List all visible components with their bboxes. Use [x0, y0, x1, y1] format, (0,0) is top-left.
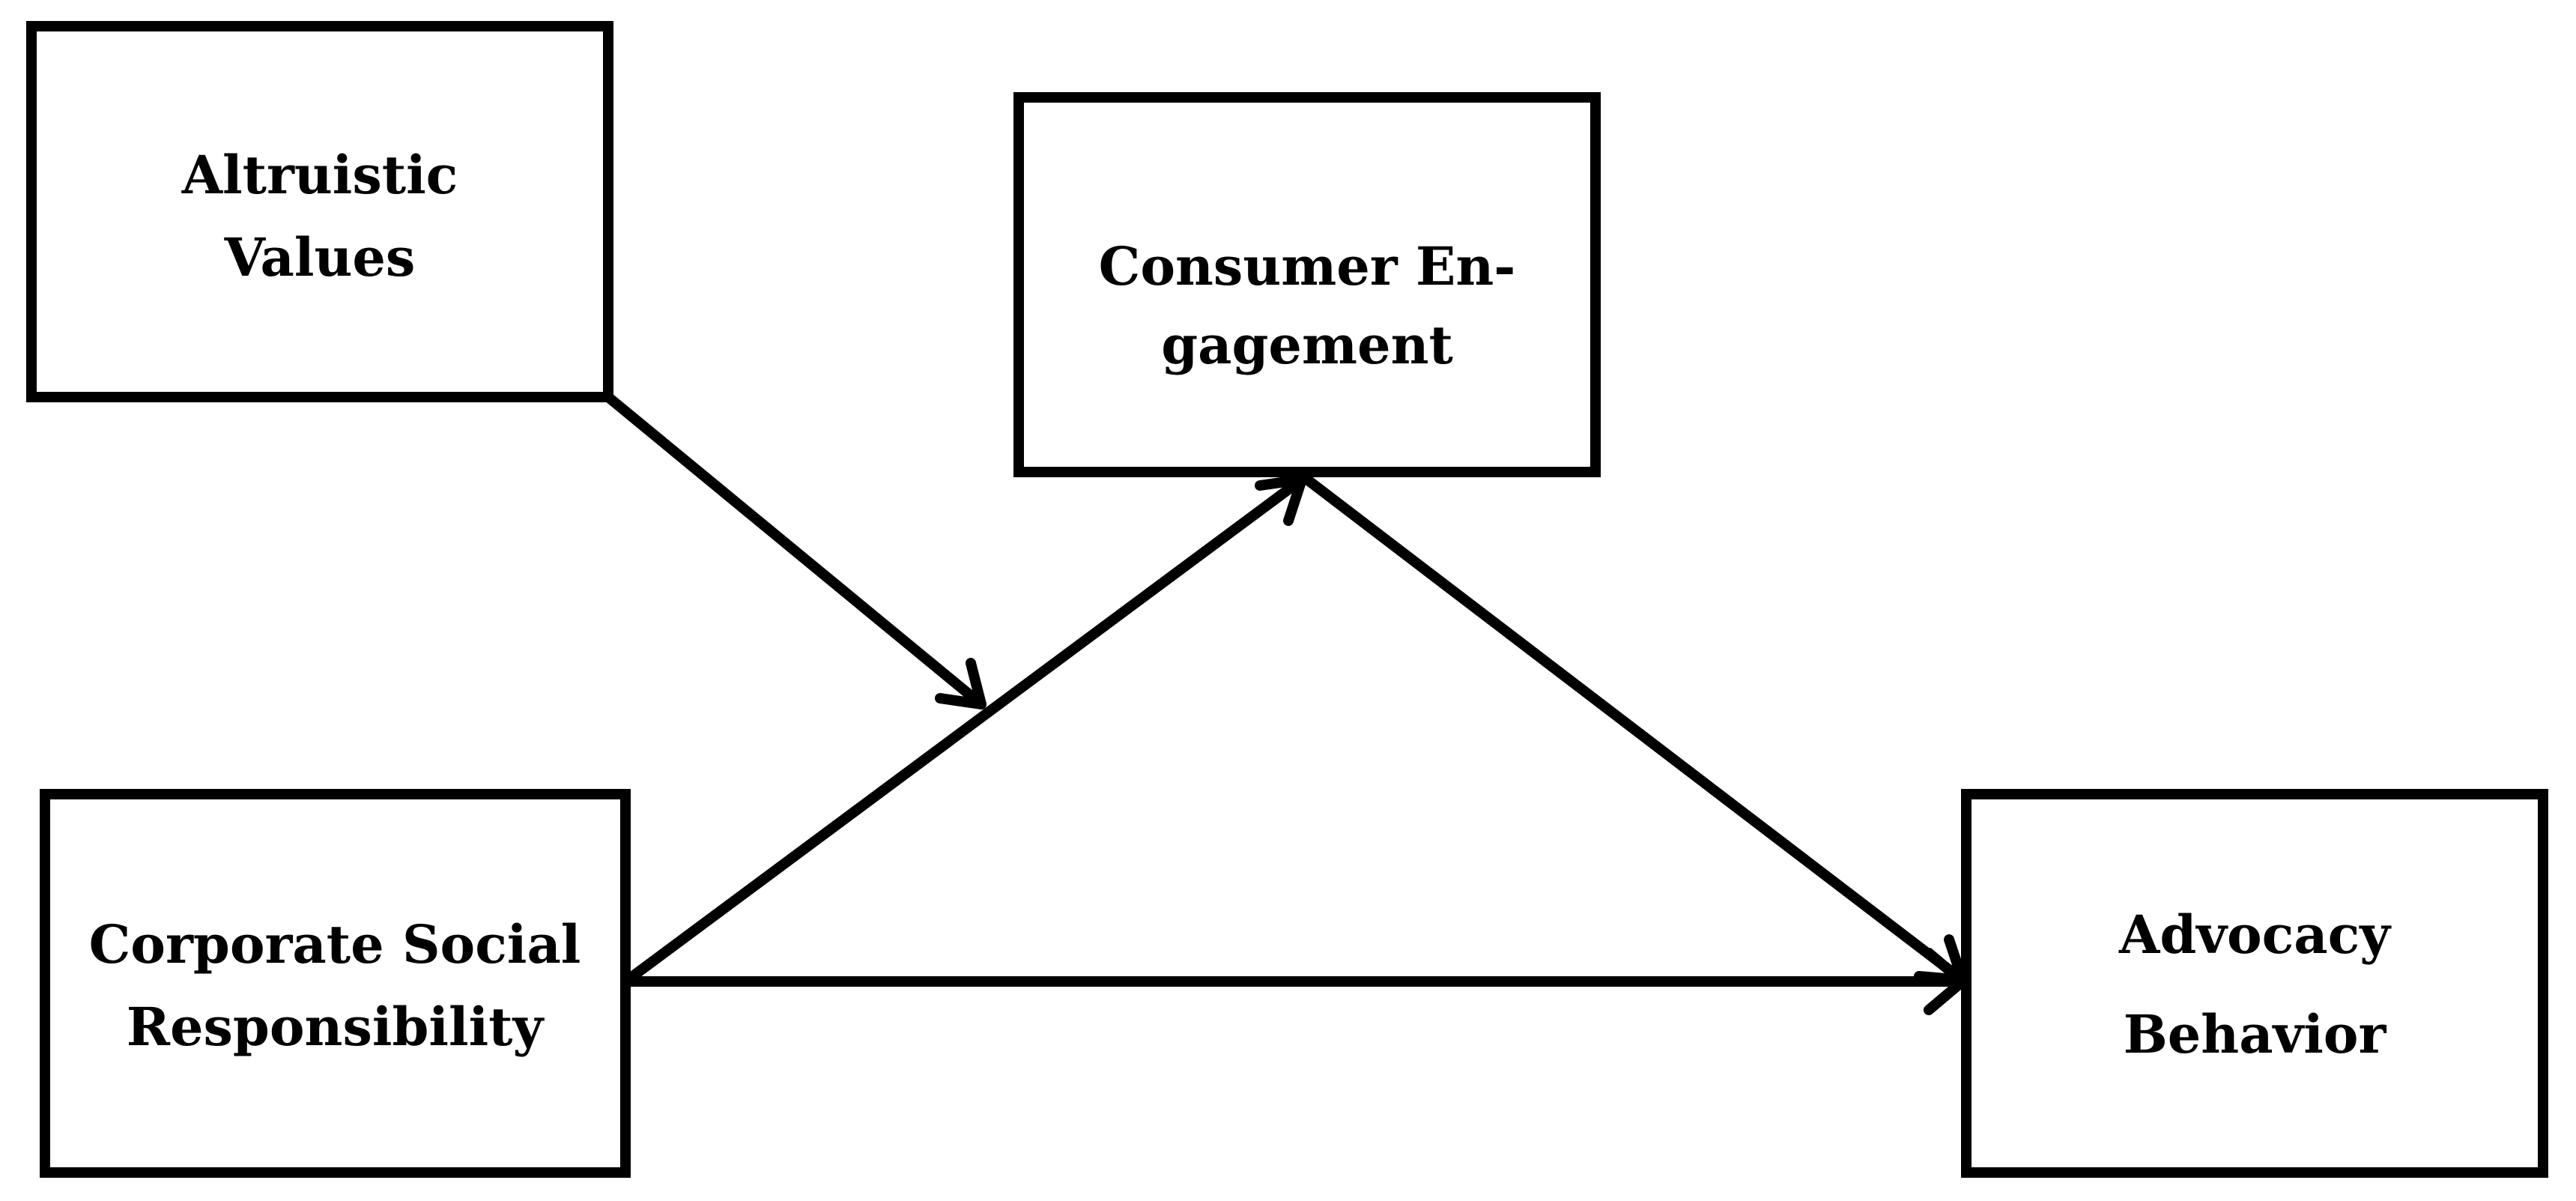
edge-engagement-to-advocacy: [1302, 474, 1968, 985]
box-advocacy-behavior: [1961, 789, 2548, 1178]
edges: [603, 392, 1968, 1015]
box-consumer-engagement: [1013, 92, 1601, 477]
label-csr-line1: Corporate Social: [89, 913, 581, 975]
node-altruistic-values: Altruistic Values: [26, 21, 613, 402]
label-consumer-engagement-line1: Consumer En-: [1099, 235, 1516, 297]
edge-altruistic-to-moderation: [603, 392, 987, 710]
edge-csr-to-engagement: [625, 474, 1307, 983]
label-altruistic-values-line2: Values: [224, 226, 416, 288]
node-csr: Corporate Social Responsibility: [40, 789, 631, 1178]
box-altruistic-values: [26, 21, 613, 402]
arrowhead-moderation: [935, 658, 987, 710]
label-csr-line2: Responsibility: [127, 996, 545, 1058]
node-consumer-engagement: Consumer En- gagement: [1013, 92, 1601, 477]
node-advocacy-behavior: Advocacy Behavior: [1961, 789, 2548, 1178]
label-advocacy-behavior-line2: Behavior: [2124, 1003, 2387, 1065]
label-advocacy-behavior-line1: Advocacy: [2118, 904, 2392, 966]
box-csr: [40, 789, 631, 1178]
label-altruistic-values-line1: Altruistic: [181, 144, 458, 206]
label-consumer-engagement-line2: gagement: [1161, 314, 1453, 376]
